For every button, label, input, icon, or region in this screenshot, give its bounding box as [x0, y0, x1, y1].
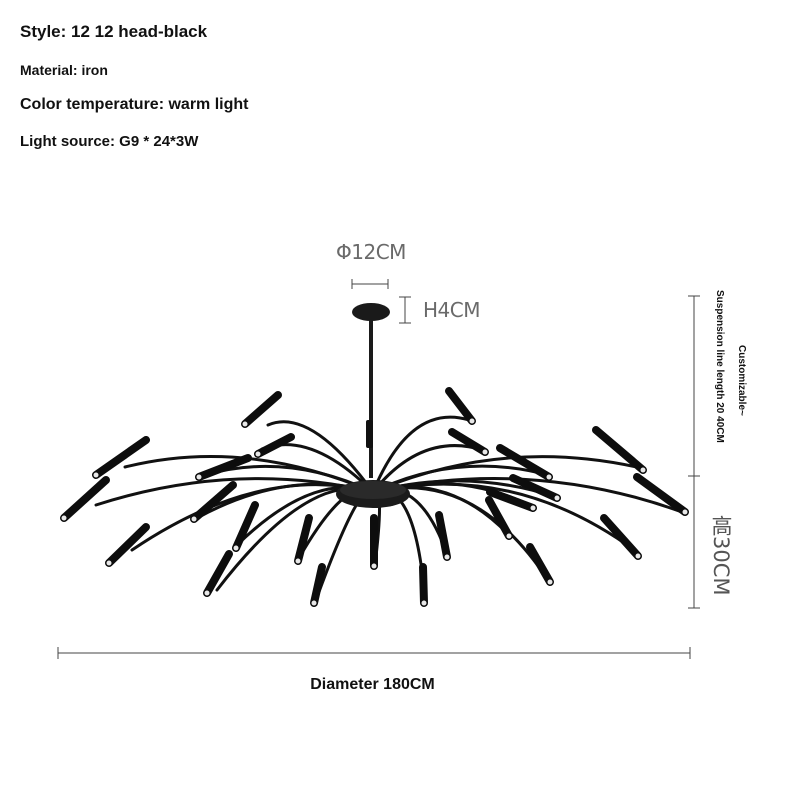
canopy-diameter-marker — [351, 279, 389, 289]
spec-material: Material: iron — [20, 62, 108, 78]
chandelier-arm — [371, 415, 471, 494]
lamp-head — [592, 426, 647, 474]
spec-style: Style: 12 12 head-black — [20, 22, 208, 41]
diameter-label: Diameter 180CM — [310, 676, 435, 693]
bulb-tip — [255, 451, 261, 457]
bulb-tip — [640, 467, 646, 473]
lamp-head — [310, 563, 326, 607]
lamp-head — [105, 523, 150, 567]
bulb-tip — [61, 515, 67, 521]
total-height-marker — [688, 295, 700, 609]
bulb-tip — [546, 474, 552, 480]
bulb-tip — [554, 495, 560, 501]
height-label: 高30CM — [709, 515, 733, 596]
bulb-tip — [371, 563, 377, 569]
bulb-tip — [106, 560, 112, 566]
lamp-head — [419, 563, 428, 607]
bulb-tip — [196, 474, 202, 480]
spec-color-temperature: Color temperature: warm light — [20, 96, 249, 113]
lamp-head — [486, 488, 537, 512]
lamp-head — [190, 481, 237, 523]
diameter-marker — [57, 647, 691, 659]
bulb-tip — [295, 558, 301, 564]
bulb-tip — [421, 600, 427, 606]
bulb-tip — [506, 533, 512, 539]
chandelier-arms — [94, 415, 684, 602]
bulb-tip — [469, 418, 475, 424]
lamp-head — [445, 387, 476, 425]
ceiling-canopy — [352, 303, 390, 321]
suspension-length-label: Suspension line length 20 40CM — [714, 290, 725, 443]
canopy-height-marker — [399, 296, 411, 324]
lamp-head — [195, 454, 252, 481]
bulb-tip — [444, 554, 450, 560]
lamp-head — [294, 514, 313, 565]
lamp-head — [448, 428, 489, 456]
lamp-head — [232, 501, 259, 552]
bulb-tip — [530, 505, 536, 511]
lamp-head — [526, 543, 554, 586]
bulb-tip — [311, 600, 317, 606]
lamp-heads — [60, 387, 689, 607]
lamp-head — [254, 433, 295, 458]
lamp-head — [92, 436, 150, 479]
lamp-head — [509, 474, 561, 502]
bulb-tip — [191, 516, 197, 522]
lamp-head — [241, 391, 282, 428]
lamp-head — [600, 514, 642, 560]
canopy-height-label: H4CM — [423, 298, 480, 322]
lamp-head — [203, 550, 233, 597]
bulb-tip — [682, 509, 688, 515]
bulb-tip — [482, 449, 488, 455]
spec-light-source: Light source: G9 * 24*3W — [20, 133, 199, 150]
lamp-head — [633, 473, 689, 516]
lamp-head — [496, 444, 553, 481]
bulb-tip — [635, 553, 641, 559]
bulb-tip — [93, 472, 99, 478]
bulb-tip — [547, 579, 553, 585]
customizable-label: Customizable~ — [736, 345, 747, 416]
bulb-tip — [204, 590, 210, 596]
lamp-head — [60, 476, 110, 522]
lamp-head — [435, 511, 451, 561]
hub-top — [340, 481, 406, 499]
bulb-tip — [233, 545, 239, 551]
center-lamp — [366, 420, 373, 448]
lamp-head — [485, 496, 513, 540]
suspension-rod — [369, 318, 373, 478]
canopy-diameter-label: Φ12CM — [336, 240, 406, 264]
chandelier-arm — [266, 420, 375, 494]
bulb-tip — [242, 421, 248, 427]
